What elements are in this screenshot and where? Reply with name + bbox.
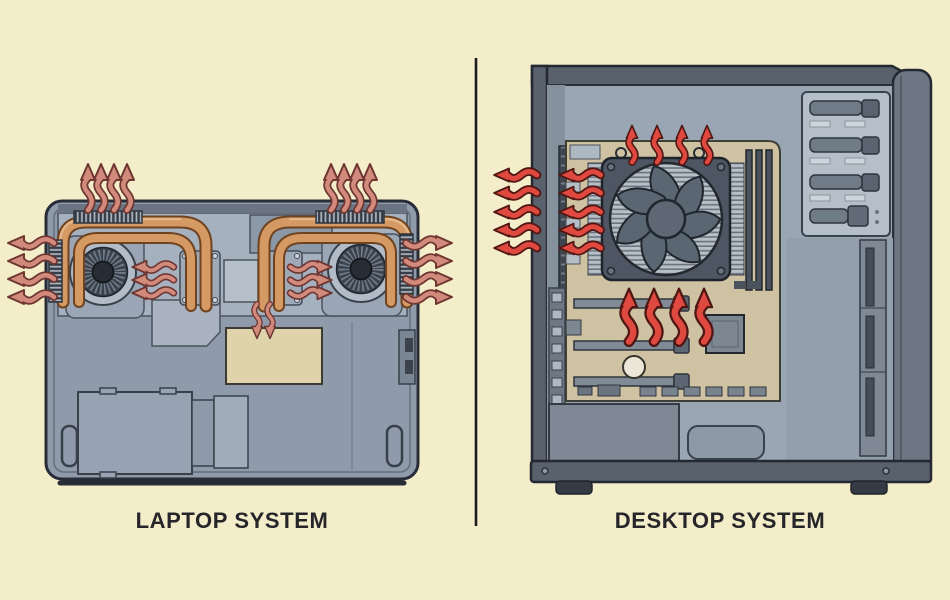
desktop-expansion-slots: [548, 287, 566, 411]
desktop-foot-right: [850, 480, 888, 495]
laptop-vent-top-right: [315, 210, 385, 224]
airflow-arrow-icon: [494, 241, 537, 254]
airflow-arrow-icon: [494, 168, 537, 181]
case-screw: [541, 467, 549, 475]
laptop-fan-left-icon: [65, 235, 145, 319]
desktop-front-rail: [859, 239, 887, 457]
desktop-drive-cage: [801, 91, 891, 237]
airflow-arrow-icon: [494, 205, 537, 218]
heat-pipe-left: [56, 215, 213, 313]
mobo-connector: [734, 281, 745, 289]
laptop-foot-left: [60, 424, 79, 468]
power-supply: [548, 403, 680, 462]
mobo-chip-small: [565, 319, 582, 336]
laptop-vent-top-left: [73, 210, 143, 224]
ram-sticks: [745, 149, 773, 291]
desktop-label: DESKTOP SYSTEM: [615, 508, 826, 533]
laptop-foot-right: [385, 424, 404, 468]
airflow-arrow-icon: [494, 186, 537, 199]
desktop-panel: [494, 64, 933, 495]
desktop-front-bezel: [891, 68, 933, 478]
laptop-panel: [8, 164, 452, 486]
drive-bay: [809, 99, 880, 128]
laptop-side-port: [398, 329, 416, 385]
cmos-battery: [622, 355, 646, 379]
laptop-top-rim: [58, 204, 407, 213]
drive-bay: [809, 173, 880, 202]
laptop-drive: [77, 387, 249, 479]
mobo-connector: [750, 281, 761, 289]
laptop-bottom-component: [225, 327, 323, 385]
panel-cutout: [687, 425, 765, 460]
motherboard-io-shield: [569, 144, 601, 160]
drive-bay: [809, 136, 880, 165]
airflow-arrow-icon: [494, 223, 537, 236]
desktop-rear-exhaust-arrows: [494, 168, 537, 254]
desktop-bottom-rail: [529, 459, 933, 484]
laptop-label: LAPTOP SYSTEM: [136, 508, 329, 533]
desktop-foot-left: [555, 480, 593, 495]
cpu-heatsink-fins-left: [587, 162, 603, 276]
case-screw: [882, 467, 890, 475]
mobo-bottom-headers: [577, 384, 767, 397]
drive-bay: [809, 205, 879, 227]
desktop-cpu-fan-icon: [600, 156, 732, 282]
desktop-left-wall: [530, 64, 549, 478]
laptop-center-chip: [223, 259, 259, 303]
